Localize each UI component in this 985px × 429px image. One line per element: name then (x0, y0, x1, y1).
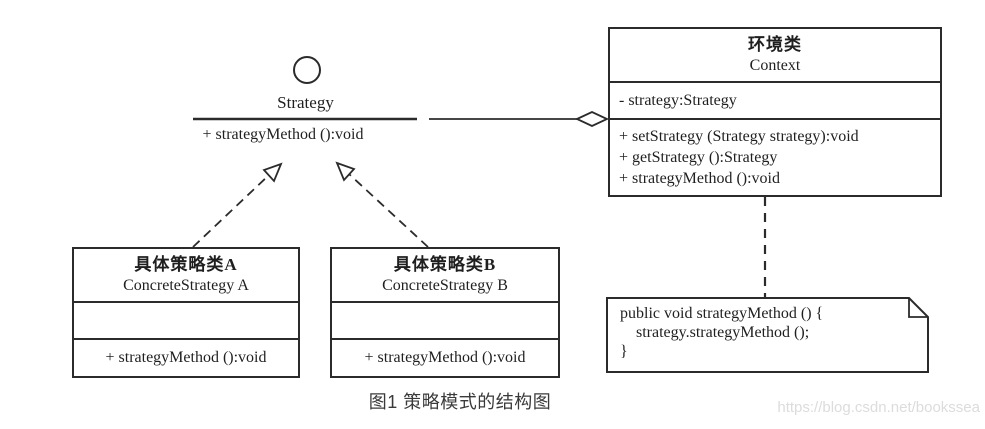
context-method-set: + setStrategy (Strategy strategy):void (619, 128, 859, 145)
blog-watermark: https://blog.csdn.net/bookssea (777, 399, 980, 416)
context-attributes-compartment: - strategy:Strategy (610, 83, 940, 120)
context-title-cn: 环境类 (748, 35, 802, 55)
concrete-b-methods-compartment: + strategyMethod ():void (332, 340, 558, 376)
context-class-box: 环境类 Context - strategy:Strategy + setStr… (608, 27, 942, 197)
concrete-b-title-en: ConcreteStrategy B (382, 276, 508, 294)
note-fold-icon (908, 298, 928, 318)
concrete-b-title-compartment: 具体策略类B ConcreteStrategy B (332, 249, 558, 303)
interface-lollipop-icon (293, 56, 321, 84)
note-code-line-1: public void strategyMethod () { (620, 305, 824, 322)
note-code-line-3: } (620, 343, 628, 360)
concrete-strategy-a-box: 具体策略类A ConcreteStrategy A + strategyMeth… (72, 247, 300, 378)
realization-arrowhead-b-icon (335, 161, 356, 182)
concrete-a-method: + strategyMethod ():void (105, 349, 267, 366)
concrete-a-title-en: ConcreteStrategy A (123, 276, 249, 294)
concrete-strategy-b-box: 具体策略类B ConcreteStrategy B + strategyMeth… (330, 247, 560, 378)
concrete-a-methods-compartment: + strategyMethod ():void (74, 340, 298, 376)
concrete-a-attributes-compartment (74, 303, 298, 340)
strategy-interface-method: + strategyMethod ():void (202, 126, 364, 143)
concrete-b-method: + strategyMethod ():void (364, 349, 526, 366)
concrete-b-title-cn: 具体策略类B (393, 255, 497, 275)
context-title-en: Context (749, 56, 801, 74)
realization-line-a (192, 174, 270, 248)
figure-caption: 图1 策略模式的结构图 (368, 392, 552, 412)
concrete-b-attributes-compartment (332, 303, 558, 340)
concrete-a-title-cn: 具体策略类A (134, 255, 238, 275)
concrete-a-title-compartment: 具体策略类A ConcreteStrategy A (74, 249, 298, 303)
context-methods-compartment: + setStrategy (Strategy strategy):void +… (610, 120, 940, 195)
aggregation-diamond-icon (574, 111, 610, 127)
note-shape (606, 297, 929, 373)
context-method-strategy: + strategyMethod ():void (619, 170, 780, 187)
context-attribute: - strategy:Strategy (619, 91, 737, 109)
context-title-compartment: 环境类 Context (610, 29, 940, 83)
realization-arrowhead-a-icon (262, 162, 283, 183)
strategy-interface-name: Strategy (277, 93, 334, 112)
note-code-line-2: strategy.strategyMethod (); (636, 324, 810, 341)
context-method-get: + getStrategy ():Strategy (619, 149, 778, 166)
realization-line-b (348, 173, 429, 248)
